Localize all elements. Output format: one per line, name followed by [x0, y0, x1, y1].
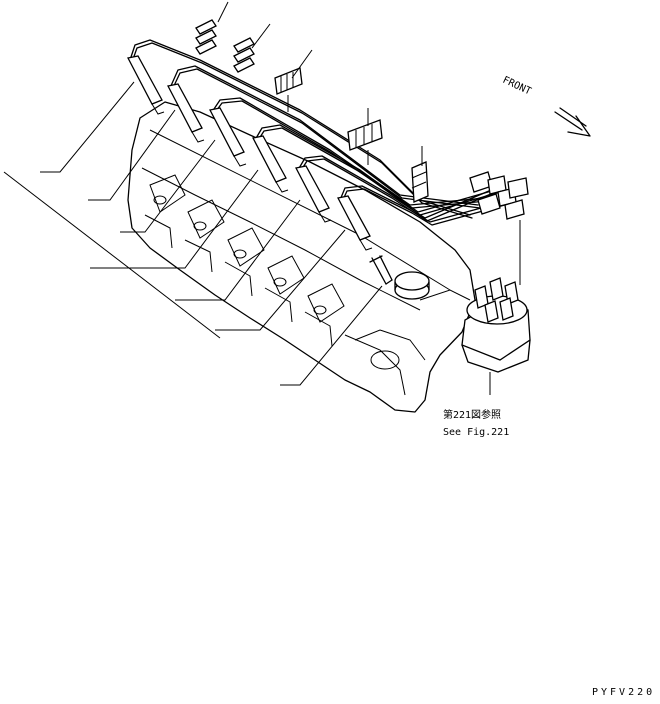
front-arrow-icon [554, 107, 591, 137]
reference-english: See Fig.221 [443, 427, 509, 438]
oil-filler-cap [394, 271, 430, 300]
wire-terminals [469, 171, 529, 220]
drawing-code: PYFV220 [592, 687, 655, 698]
wire-clamps [195, 19, 429, 203]
leader-lines [3, 1, 521, 395]
distributor-cap [461, 277, 531, 373]
front-label: FRONT [501, 75, 533, 98]
reference-japanese: 第221図参照 [443, 408, 501, 421]
engine-block [127, 101, 476, 413]
plug-boots [127, 55, 373, 251]
spark-plug [369, 255, 393, 285]
